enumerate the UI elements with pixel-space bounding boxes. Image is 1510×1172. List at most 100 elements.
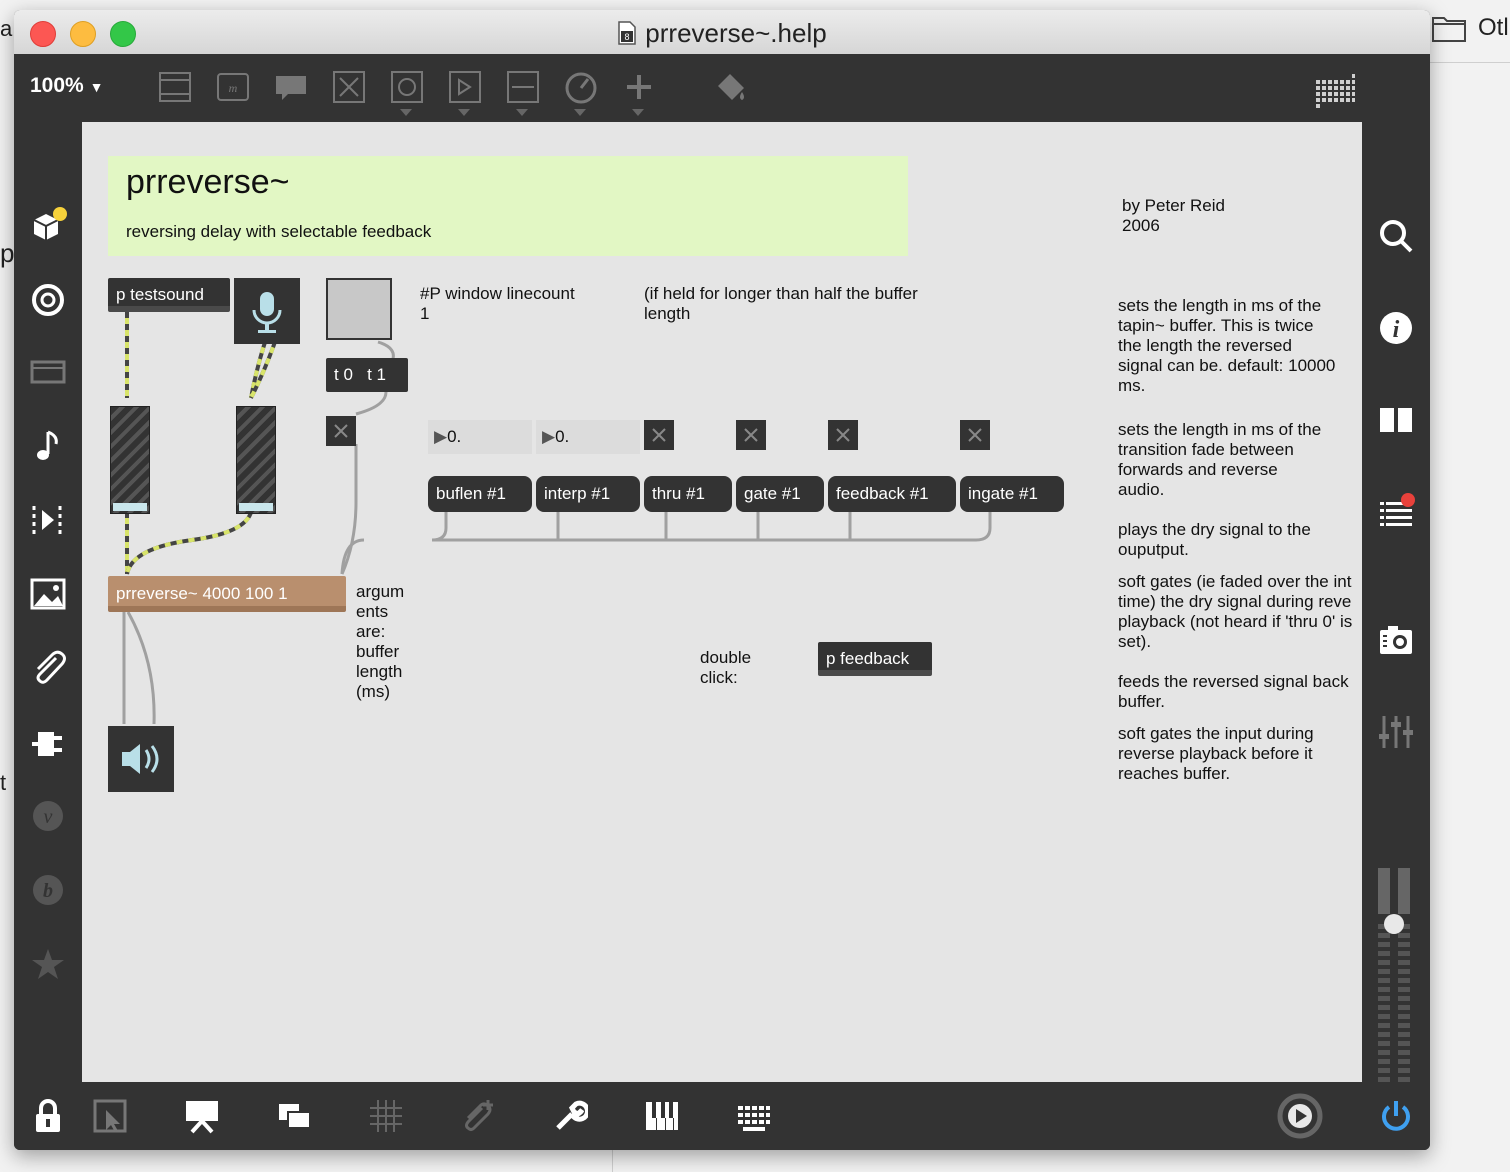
new-number-dropdown-icon[interactable] [458,109,470,116]
gain-slider-left-knob[interactable] [113,503,147,511]
console-list-icon[interactable] [1376,492,1416,532]
dac-speaker-object[interactable] [108,726,174,792]
prreverse-object[interactable]: prreverse~ 4000 100 1 [108,576,346,612]
svg-text:i: i [1393,317,1400,343]
interp-description: sets the length in ms of the transition … [1118,420,1322,499]
panel-icon[interactable] [28,352,68,392]
number-arrow-icon: ▶ [434,427,448,446]
step-play-icon[interactable] [28,500,68,540]
ingate-message[interactable]: ingate #1 [960,476,1064,512]
chevron-down-icon: ▼ [89,79,104,95]
snapshot-camera-icon[interactable] [1376,620,1416,660]
plug-icon[interactable] [28,722,68,762]
paperclip-icon[interactable] [28,648,68,688]
mixer-sliders-icon[interactable] [1376,712,1416,752]
music-note-icon[interactable] [28,426,68,466]
new-dial-icon[interactable] [564,70,598,104]
new-toggle-dropdown-icon[interactable] [400,109,412,116]
thru-message[interactable]: thru #1 [644,476,732,512]
window-title-wrap: 8 prreverse~.help [14,18,1430,49]
toggle-feedback[interactable] [828,420,858,450]
close-window-button[interactable] [30,21,56,47]
interp-number-box[interactable]: ▶0. [536,420,640,454]
author-comment: by Peter Reid 2006 [1122,196,1225,235]
testsound-subpatch[interactable]: p testsound [108,278,230,312]
add-object-plus-icon[interactable] [622,70,656,104]
feedback-message[interactable]: feedback #1 [828,476,956,512]
background-text-p: p [0,238,15,268]
new-view-windows-icon[interactable] [276,1098,312,1134]
packages-icon[interactable] [28,204,68,244]
favorites-star-icon[interactable] [28,944,68,984]
buflen-message[interactable]: buflen #1 [428,476,532,512]
reference-book-icon[interactable] [1376,400,1416,440]
add-paperclip-icon[interactable] [460,1098,496,1134]
patcher-toolbar: 100% ▼ m [14,54,1430,122]
grid-snap-icon[interactable] [368,1098,404,1134]
minimize-window-button[interactable] [70,21,96,47]
paint-bucket-icon[interactable] [714,70,748,104]
grid-view-icon[interactable] [1314,68,1356,110]
microphone-icon [252,292,282,333]
left-sidebar: v b [14,122,82,1082]
new-toggle-icon[interactable] [332,70,366,104]
vst-v-icon[interactable]: v [28,796,68,836]
zoom-window-button[interactable] [110,21,136,47]
presentation-mode-icon[interactable] [184,1098,220,1134]
add-object-dropdown-icon[interactable] [632,109,644,116]
gain-slider-right-knob[interactable] [239,503,273,511]
gate-message[interactable]: gate #1 [736,476,824,512]
trigger-object[interactable]: t 0 t 1 [326,358,408,392]
zoom-menu[interactable]: 100% ▼ [30,74,103,98]
new-message-icon[interactable]: m [216,70,250,104]
output-level-meter[interactable] [1376,868,1416,1088]
buflen-number-box[interactable]: ▶0. [428,420,532,454]
buflen-description: sets the length in ms of the tapin~ buff… [1118,296,1336,395]
target-icon[interactable] [28,280,68,320]
info-icon[interactable]: i [1376,308,1416,348]
search-icon[interactable] [1376,216,1416,256]
select-arrow-icon[interactable] [92,1098,128,1134]
zoom-level: 100% [30,74,84,97]
held-duration-comment: (if held for longer than half the buffer… [644,284,918,323]
computer-keyboard-icon[interactable] [736,1098,772,1134]
folder-icon [1432,17,1466,42]
feedback-subpatch[interactable]: p feedback [818,642,932,676]
help-title: prreverse~ [126,163,290,201]
title-bar[interactable]: 8 prreverse~.help [14,10,1430,55]
document-icon: 8 [618,21,637,45]
play-transport-icon[interactable] [1276,1092,1324,1140]
svg-text:v: v [44,806,53,828]
bang-button[interactable] [326,278,392,340]
toggle-ingate[interactable] [960,420,990,450]
new-button-icon[interactable] [390,70,424,104]
buflen-number-value: 0. [447,427,462,446]
background-text-t: t [0,770,7,795]
arguments-comment: argum ents are: buffer length (ms) [356,582,405,701]
toggle-thru[interactable] [644,420,674,450]
gain-slider-left[interactable] [110,406,150,514]
new-slider-dropdown-icon[interactable] [516,109,528,116]
dsp-power-icon[interactable] [1378,1098,1414,1134]
wrench-icon[interactable] [552,1098,588,1134]
toggle-reverse[interactable] [326,416,356,446]
new-comment-icon[interactable] [274,70,308,104]
toggle-gate[interactable] [736,420,766,450]
gain-slider-right[interactable] [236,406,276,514]
new-object-icon[interactable] [158,70,192,104]
lock-icon[interactable] [30,1098,66,1134]
background-divider-vertical [612,1150,613,1172]
gate-description: soft gates (ie faded over the int time) … [1118,572,1353,651]
thru-description: plays the dry signal to the ouputput. [1118,520,1311,559]
image-icon[interactable] [28,574,68,614]
toggle-x-icon [334,424,348,438]
patcher-canvas[interactable]: prreverse~ reversing delay with selectab… [82,122,1362,1082]
interp-message[interactable]: interp #1 [536,476,640,512]
piano-keyboard-icon[interactable] [644,1098,680,1134]
beap-b-icon[interactable]: b [28,870,68,910]
new-slider-icon[interactable] [506,70,540,104]
adc-microphone-object[interactable] [234,278,300,344]
new-dial-dropdown-icon[interactable] [574,109,586,116]
new-number-icon[interactable] [448,70,482,104]
bottom-toolbar [14,1082,1430,1150]
